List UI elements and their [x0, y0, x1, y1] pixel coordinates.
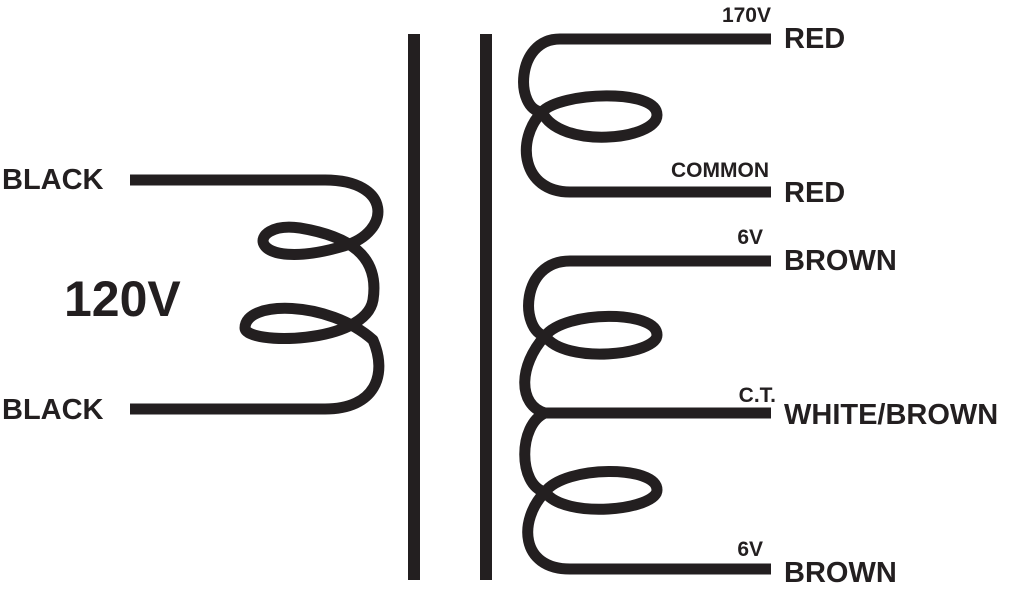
- primary-winding: [130, 174, 385, 415]
- secondary-hv-winding: [518, 33, 771, 198]
- hv-top-voltage-label: 170V: [722, 4, 771, 27]
- primary-voltage-label: 120V: [64, 271, 181, 327]
- lv-bottom-voltage-label: 6V: [737, 538, 763, 561]
- hv-common-label: COMMON: [671, 159, 769, 182]
- hv-top-color-label: RED: [784, 23, 845, 55]
- lv-bottom-color-label: BROWN: [784, 557, 897, 589]
- primary-lead-top-label: BLACK: [2, 164, 104, 196]
- lv-center-color-label: WHITE/BROWN: [784, 399, 998, 431]
- lv-top-voltage-label: 6V: [737, 226, 763, 249]
- hv-bottom-color-label: RED: [784, 177, 845, 209]
- lv-center-tap-label: C.T.: [739, 384, 776, 407]
- lv-top-color-label: BROWN: [784, 245, 897, 277]
- primary-lead-bottom-label: BLACK: [2, 394, 104, 426]
- diagram-ink: BLACK 120V BLACK 170V RED COMMON RED 6V …: [2, 4, 998, 589]
